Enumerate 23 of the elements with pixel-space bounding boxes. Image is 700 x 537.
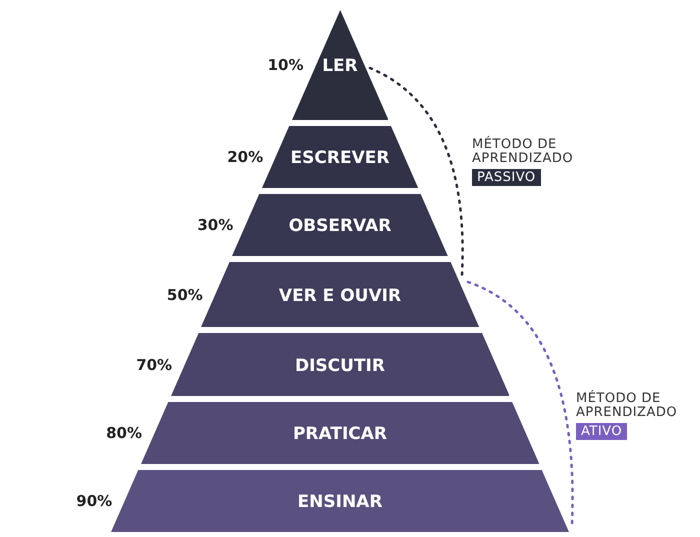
level-label: ESCREVER — [290, 148, 390, 168]
pyramid-level — [200, 262, 480, 327]
pyramid-level — [170, 333, 510, 396]
percentage-label: 70% — [135, 356, 172, 374]
pyramid-level — [232, 194, 448, 256]
method-heading: MÉTODO DE APRENDIZADO — [576, 392, 678, 420]
pyramid-level — [111, 470, 569, 532]
percentage-label: 50% — [166, 286, 203, 304]
percentage-label: 90% — [75, 492, 112, 510]
percentage-label: 10% — [266, 56, 304, 74]
percentage-label: 30% — [196, 216, 234, 234]
pyramid-level — [140, 402, 540, 464]
pyramid-level — [262, 126, 418, 188]
level-label: OBSERVAR — [288, 216, 392, 236]
level-label: ENSINAR — [296, 492, 384, 512]
method-badge: ATIVO — [576, 423, 628, 440]
percentage-label: 80% — [105, 424, 142, 442]
method-badge: PASSIVO — [472, 169, 541, 186]
percentage-label: 20% — [226, 148, 264, 166]
level-label: PRATICAR — [292, 424, 388, 444]
level-label: DISCUTIR — [294, 356, 386, 376]
level-label: VER E OUVIR — [278, 286, 402, 306]
method-heading: MÉTODO DE APRENDIZADO — [472, 138, 574, 166]
